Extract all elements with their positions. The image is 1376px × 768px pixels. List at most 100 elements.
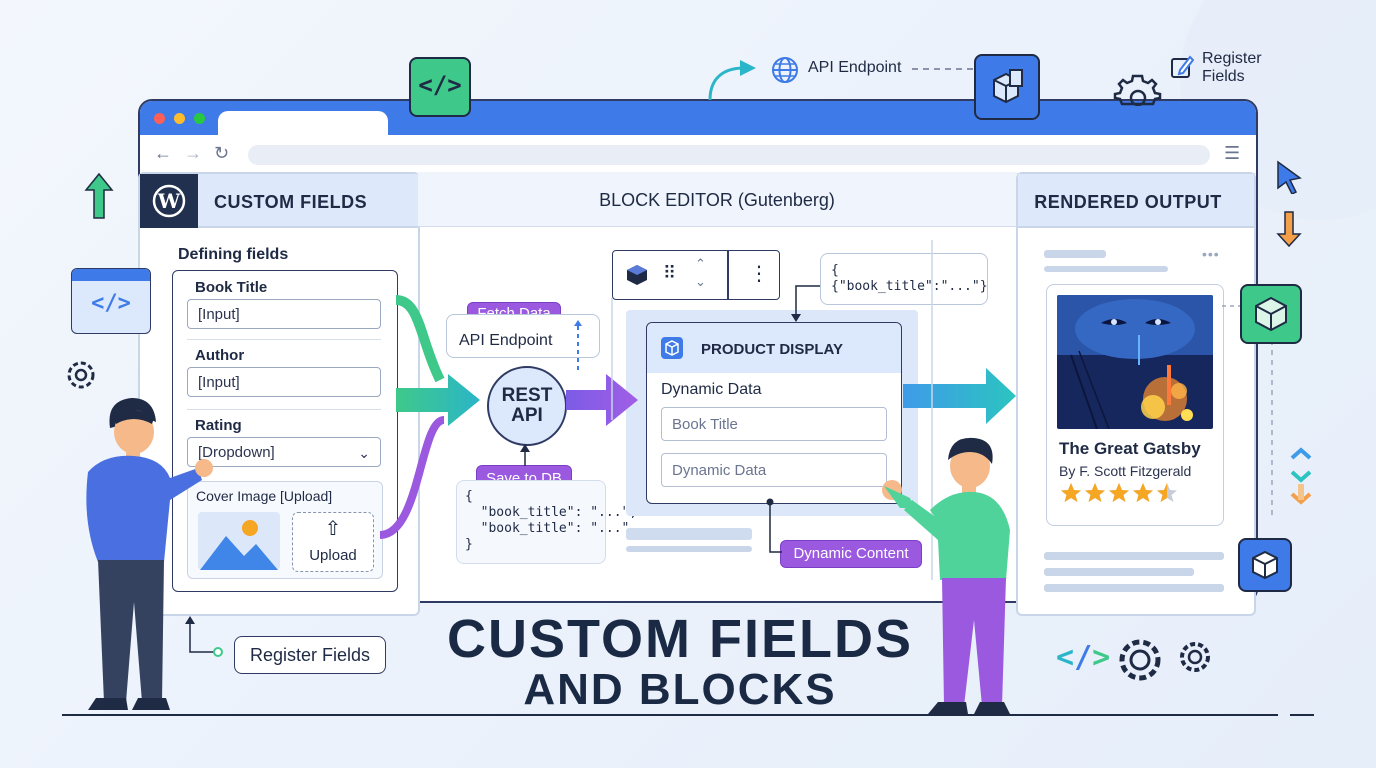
blocks-icon	[974, 54, 1040, 120]
star-rating	[1059, 481, 1199, 505]
code-icon: </>	[409, 57, 471, 117]
more-options-icon[interactable]: ⋮	[749, 263, 769, 285]
custom-fields-header: W CUSTOM FIELDS	[140, 174, 418, 228]
upload-label: Upload	[309, 547, 357, 564]
arrow-up-icon	[84, 172, 114, 225]
placeholder-line	[1044, 250, 1106, 258]
star-icon	[1085, 483, 1105, 502]
book-title-block-field[interactable]: Book Title	[661, 407, 887, 441]
block-json-text: { {"book_title":"..."}	[831, 263, 988, 294]
star-icon	[1157, 483, 1177, 502]
forward-icon[interactable]: →	[184, 143, 202, 163]
rating-dropdown[interactable]: [Dropdown] ⌄	[187, 437, 381, 467]
divider	[187, 339, 381, 340]
product-display-title: PRODUCT DISPLAY	[701, 341, 843, 358]
cube-icon	[1240, 284, 1302, 344]
register-fields-top-label: Register Fields	[1202, 50, 1262, 85]
person-right-illustration	[882, 437, 1010, 714]
more-icon[interactable]: •••	[1202, 246, 1220, 262]
star-icon	[1061, 483, 1081, 502]
book-title-text: The Great Gatsby	[1059, 439, 1201, 458]
maximize-dot[interactable]	[194, 113, 205, 124]
rest-api-node: REST API	[487, 366, 567, 446]
menu-icon[interactable]: ☰	[1224, 143, 1241, 163]
rating-label: Rating	[195, 417, 242, 434]
star-icon	[1133, 483, 1153, 502]
code-window-bar	[72, 269, 150, 281]
cover-image-field: Cover Image [Upload] ⇧ Upload	[187, 481, 383, 579]
rendered-output-header: RENDERED OUTPUT	[1018, 174, 1254, 228]
product-display-header: PRODUCT DISPLAY	[647, 323, 901, 373]
rating-dropdown-value: [Dropdown]	[198, 444, 275, 461]
book-cover-image	[1057, 295, 1213, 429]
minimize-dot[interactable]	[174, 113, 185, 124]
main-title-line2: AND BLOCKS	[523, 665, 837, 714]
api-endpoint-text: API Endpoint	[459, 332, 553, 349]
placeholder-line	[1044, 552, 1224, 560]
chevron-down-icon: ⌄	[358, 445, 370, 461]
book-title-label: Book Title	[195, 279, 268, 296]
cube-icon	[1238, 538, 1292, 592]
rest-api-label: REST API	[501, 385, 553, 426]
code-icon-glyph: </>	[418, 71, 462, 99]
register-fields-button[interactable]: Register Fields	[234, 636, 386, 674]
block-cube-icon	[661, 337, 683, 359]
upload-icon: ⇧	[324, 518, 342, 540]
defining-fields-label: Defining fields	[178, 246, 289, 263]
arrow-down-icon	[1276, 210, 1302, 253]
author-input[interactable]: [Input]	[187, 367, 381, 397]
person-left-illustration	[86, 398, 213, 710]
placeholder-line	[1044, 266, 1168, 272]
edit-icon	[1170, 54, 1195, 85]
dynamic-content-tag: Dynamic Content	[780, 540, 922, 568]
toolbar-divider	[727, 251, 729, 299]
gear-icon	[1114, 634, 1166, 691]
rendered-output-title: RENDERED OUTPUT	[1034, 192, 1222, 212]
wordpress-logo: W	[140, 174, 198, 228]
svg-text:W: W	[157, 189, 181, 213]
placeholder-line	[1044, 568, 1194, 576]
dynamic-data-label: Dynamic Data	[661, 381, 762, 398]
placeholder-line	[626, 546, 752, 552]
code-window-glyph: </>	[91, 291, 131, 316]
main-title-line1: CUSTOM FIELDS	[446, 609, 913, 669]
block-toolbar: ⠿ ⌃⌄ ⋮	[612, 250, 780, 300]
book-title-input[interactable]: [Input]	[187, 299, 381, 329]
cursor-icon	[1276, 160, 1304, 199]
gear-icon	[1112, 72, 1164, 111]
book-card[interactable]: The Great Gatsby By F. Scott Fitzgerald	[1046, 284, 1224, 526]
globe-icon	[771, 56, 799, 89]
gear-icon	[62, 356, 100, 399]
cube-icon[interactable]	[625, 263, 649, 292]
upload-button[interactable]: ⇧ Upload	[292, 512, 374, 572]
custom-fields-panel: W CUSTOM FIELDS Defining fields Book Tit…	[138, 172, 420, 616]
reload-icon[interactable]: ↻	[214, 143, 230, 163]
gear-icon	[1176, 638, 1214, 681]
api-endpoint-box: API Endpoint	[446, 314, 600, 358]
image-placeholder-icon	[198, 512, 280, 570]
api-endpoint-top-label: API Endpoint	[808, 59, 902, 76]
author-label: Author	[195, 347, 245, 364]
db-json-box: { "book_title": "...", "book_title": "..…	[456, 480, 637, 564]
fields-form: Book Title [Input] Author [Input] Rating…	[172, 270, 398, 592]
code-window-icon: </>	[71, 268, 151, 334]
product-display-block[interactable]: PRODUCT DISPLAY Dynamic Data Book Title …	[646, 322, 902, 504]
rendered-output-panel: RENDERED OUTPUT ••• The	[1016, 172, 1256, 616]
custom-fields-title: CUSTOM FIELDS	[214, 192, 368, 212]
back-icon[interactable]: ←	[154, 143, 172, 163]
move-up-down-icon[interactable]: ⌃⌄	[695, 256, 706, 289]
code-icon: </>	[1056, 640, 1111, 675]
close-dot[interactable]	[154, 113, 165, 124]
dynamic-data-block-field[interactable]: Dynamic Data	[661, 453, 887, 487]
block-editor-title: BLOCK EDITOR (Gutenberg)	[599, 190, 835, 210]
cover-image-label: Cover Image [Upload]	[196, 488, 333, 504]
block-json-box: { {"book_title":"..."}	[820, 253, 988, 305]
block-editor-header: BLOCK EDITOR (Gutenberg)	[418, 172, 1016, 227]
db-json-text: { "book_title": "...", "book_title": "..…	[465, 489, 638, 552]
chevrons-icon	[1288, 444, 1314, 519]
drag-handle-icon[interactable]: ⠿	[663, 263, 676, 283]
book-author-text: By F. Scott Fitzgerald	[1059, 463, 1192, 479]
divider	[187, 409, 381, 410]
url-bar[interactable]	[248, 145, 1210, 165]
placeholder-line	[1044, 584, 1224, 592]
